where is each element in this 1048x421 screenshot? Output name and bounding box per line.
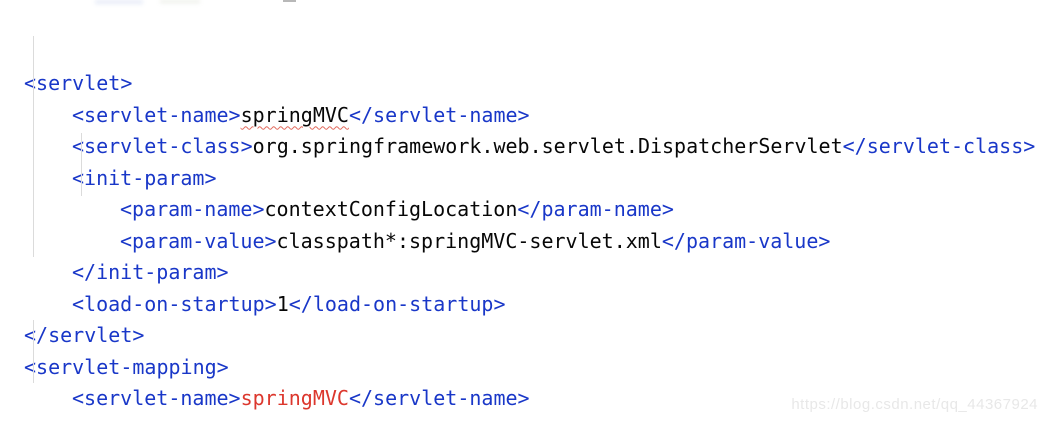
xml-tag: </servlet-name> bbox=[348, 102, 530, 127]
indent-guide-servlet-block bbox=[33, 36, 34, 257]
xml-value: contextConfigLocation bbox=[264, 197, 518, 221]
xml-tag: </servlet-class> bbox=[842, 134, 1036, 158]
xml-tag: <servlet-name> bbox=[72, 386, 241, 410]
xml-value: org.springframework.web.servlet.Dispatch… bbox=[252, 134, 843, 158]
xml-tag: <url-pattern> bbox=[72, 418, 229, 421]
code-line-10[interactable]: <servlet-mapping> bbox=[24, 352, 1048, 384]
code-line-4[interactable]: <init-param> bbox=[24, 163, 1048, 195]
indent-guide-servlet-mapping-block bbox=[33, 320, 34, 383]
code-line-1[interactable]: <servlet> bbox=[24, 68, 1048, 100]
xml-tag: </init-param> bbox=[72, 260, 229, 284]
xml-tag: <param-value> bbox=[120, 228, 277, 253]
xml-value: 1 bbox=[276, 291, 289, 316]
xml-value-error: springMVC bbox=[240, 386, 349, 410]
code-line-9[interactable]: </servlet> bbox=[24, 320, 1048, 352]
xml-tag: </load-on-startup> bbox=[288, 291, 506, 316]
xml-tag: <servlet-class> bbox=[72, 134, 253, 158]
code-line-5[interactable]: <param-name>contextConfigLocation</param… bbox=[24, 194, 1048, 226]
code-line-11[interactable]: <servlet-name>springMVC</servlet-name> bbox=[24, 383, 1048, 415]
xml-tag: </url-pattern> bbox=[241, 418, 410, 421]
xml-tag: </param-name> bbox=[517, 197, 674, 221]
xml-value: classpath*:springMVC-servlet.xml bbox=[276, 228, 662, 253]
xml-value: / bbox=[229, 418, 241, 421]
code-line-12[interactable]: <url-pattern>/</url-pattern> bbox=[24, 415, 1048, 421]
xml-value-typo: springMVC bbox=[240, 102, 349, 127]
code-area: <servlet><servlet-name>springMVC</servle… bbox=[24, 68, 1048, 421]
csdn-watermark: https://blog.csdn.net/qq_44367924 bbox=[791, 396, 1038, 413]
code-line-8[interactable]: <load-on-startup>1</load-on-startup> bbox=[24, 289, 1048, 321]
code-line-6[interactable]: <param-value>classpath*:springMVC-servle… bbox=[24, 226, 1048, 258]
xml-tag: <init-param> bbox=[72, 165, 217, 190]
indent-guide-init-param-block bbox=[81, 133, 82, 196]
xml-tag: </servlet> bbox=[24, 323, 145, 347]
xml-tag: <load-on-startup> bbox=[72, 291, 277, 316]
code-line-2[interactable]: <servlet-name>springMVC</servlet-name> bbox=[24, 100, 1048, 132]
code-line-3[interactable]: <servlet-class>org.springframework.web.s… bbox=[24, 131, 1048, 163]
xml-tag: <param-name> bbox=[120, 197, 265, 221]
xml-tag: <servlet> bbox=[24, 71, 133, 95]
xml-tag: <servlet-name> bbox=[72, 102, 241, 127]
xml-tag: <servlet-mapping> bbox=[24, 354, 229, 379]
code-line-7[interactable]: </init-param> bbox=[24, 257, 1048, 289]
xml-tag: </param-value> bbox=[661, 228, 831, 253]
xml-tag: </servlet-name> bbox=[348, 386, 530, 410]
